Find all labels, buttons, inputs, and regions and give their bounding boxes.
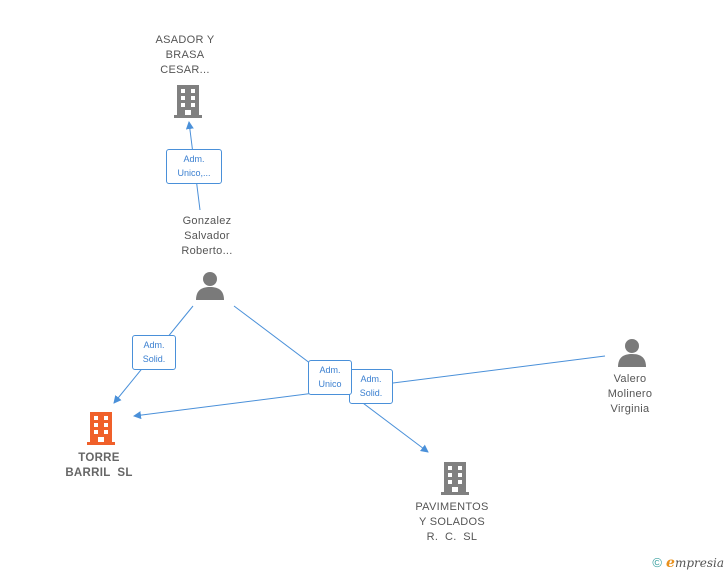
edge-label-valero-torre[interactable]: Adm. Solid. (349, 369, 393, 404)
building-icon[interactable] (84, 410, 118, 451)
building-icon[interactable] (438, 460, 472, 501)
node-label-torre[interactable]: TORRE BARRIL SL (65, 452, 133, 479)
edge-label-gonzalez-pavimentos[interactable]: Adm. Unico (308, 360, 352, 395)
edge-label-gonzalez-asador[interactable]: Adm. Unico,... (166, 149, 222, 184)
node-label-valero[interactable]: Valero Molinero Virginia (607, 373, 653, 415)
empresia-logo: empresia (666, 555, 724, 571)
node-label-pavimentos[interactable]: PAVIMENTOS Y SOLADOS R. C. SL (415, 501, 489, 543)
node-label-asador[interactable]: ASADOR Y BRASA CESAR... (155, 34, 215, 76)
building-icon[interactable] (171, 83, 205, 124)
person-icon[interactable] (615, 337, 649, 374)
edge-label-gonzalez-torre[interactable]: Adm. Solid. (132, 335, 176, 370)
person-icon[interactable] (193, 270, 227, 307)
node-label-gonzalez[interactable]: Gonzalez Salvador Roberto... (181, 215, 233, 257)
footer-brand: ©empresia (652, 555, 724, 571)
copyright-icon: © (652, 555, 663, 570)
